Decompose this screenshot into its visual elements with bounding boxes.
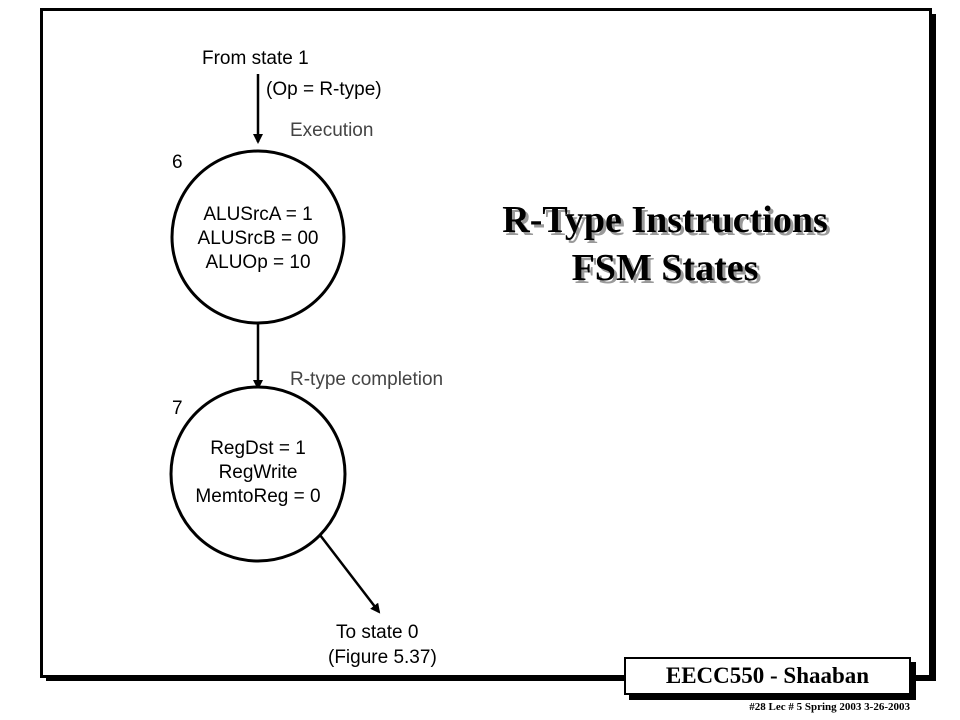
state-6-name: Execution <box>290 120 374 141</box>
exit-label: To state 0 <box>336 622 419 643</box>
slide-title-line: FSM States <box>571 247 759 289</box>
exit-reference: (Figure 5.37) <box>328 647 437 668</box>
state-7-circle <box>169 385 347 563</box>
frame-shadow <box>932 14 936 681</box>
exit-arrow <box>319 534 381 614</box>
state-7-action: MemtoReg = 0 <box>195 486 321 507</box>
state-6-number: 6 <box>172 152 183 173</box>
state-7-name: R-type completion <box>290 369 444 390</box>
course-badge: EECC550 - Shaaban <box>624 657 911 695</box>
state-7-action: RegWrite <box>218 462 298 483</box>
entry-label: From state 1 <box>202 48 309 69</box>
slide-title-line: R-Type Instructions <box>502 199 828 241</box>
slide-title: R-Type Instructions FSM States <box>430 196 900 292</box>
state-6-action: ALUSrcB = 00 <box>197 228 319 249</box>
slide-footer: #28 Lec # 5 Spring 2003 3-26-2003 <box>749 701 910 713</box>
state-7-action: RegDst = 1 <box>210 438 306 459</box>
frame-shadow <box>46 678 936 681</box>
state-6-actions: ALUSrcA = 1 ALUSrcB = 00 ALUOp = 10 <box>172 203 344 275</box>
state-7-actions: RegDst = 1 RegWrite MemtoReg = 0 <box>171 437 345 509</box>
state-6-action: ALUOp = 10 <box>205 252 311 273</box>
state-7-number: 7 <box>172 398 183 419</box>
state-6-action: ALUSrcA = 1 <box>203 204 313 225</box>
slide-frame <box>40 8 932 678</box>
entry-condition: (Op = R-type) <box>266 79 382 100</box>
